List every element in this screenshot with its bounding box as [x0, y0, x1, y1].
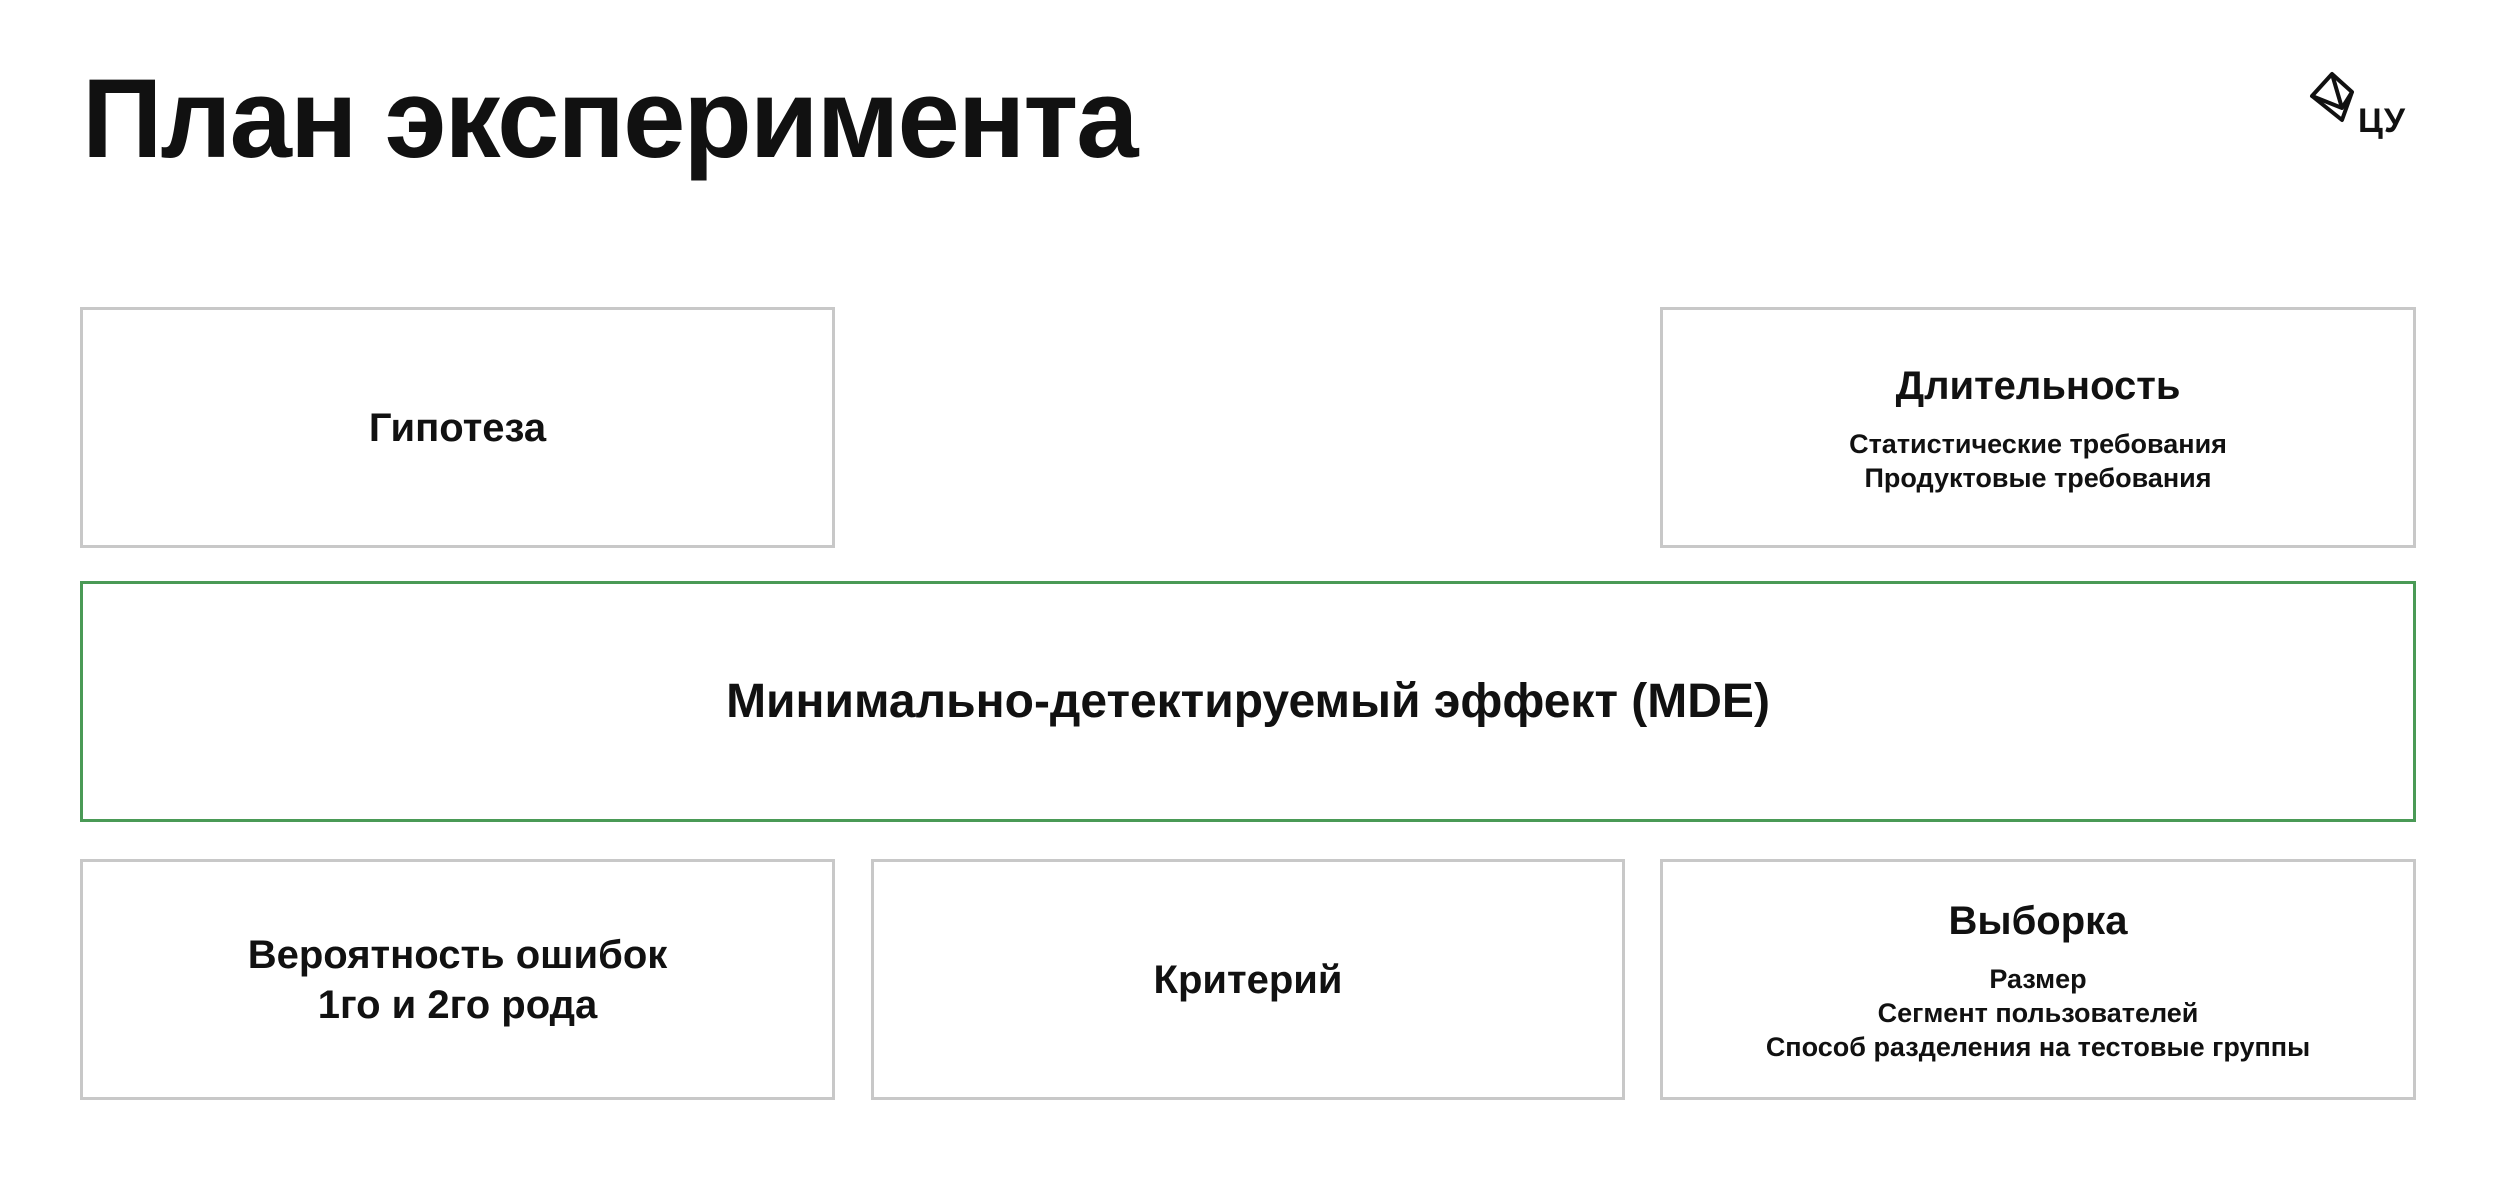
mde-title: Минимально-детектируемый эффект (MDE) [726, 674, 1770, 728]
error-probability-title-line: 1го и 2го рода [317, 982, 598, 1027]
sample-item: Способ разделения на тестовые группы [1765, 1031, 2311, 1062]
duration-items: Статистические требования Продуктовые тр… [1849, 427, 2227, 495]
hypothesis-box: Гипотеза [80, 307, 835, 548]
sample-title: Выборка [1948, 898, 2128, 943]
duration-item: Статистические требования [1849, 428, 2227, 459]
criterion-box: Критерий [871, 859, 1625, 1100]
cu-logo: ЦУ [2306, 64, 2416, 144]
mde-box: Минимально-детектируемый эффект (MDE) [80, 581, 2416, 822]
duration-box: Длительность Статистические требования П… [1660, 307, 2416, 548]
hypothesis-title: Гипотеза [368, 405, 547, 450]
criterion-title: Критерий [1153, 957, 1343, 1002]
duration-title: Длительность [1895, 363, 2181, 408]
logo-text: ЦУ [2358, 102, 2406, 140]
sample-item: Размер [1989, 963, 2087, 994]
slide-title: План эксперимента [82, 56, 1139, 181]
error-probability-box: Вероятность ошибок 1го и 2го рода [80, 859, 835, 1100]
duration-item: Продуктовые требования [1864, 462, 2212, 493]
sample-items: Размер Сегмент пользователей Способ разд… [1766, 962, 2310, 1064]
error-probability-title: Вероятность ошибок 1го и 2го рода [248, 930, 668, 1030]
cu-logo-icon [2310, 72, 2354, 122]
sample-item: Сегмент пользователей [1877, 997, 2199, 1028]
error-probability-title-line: Вероятность ошибок [247, 932, 668, 977]
sample-box: Выборка Размер Сегмент пользователей Спо… [1660, 859, 2416, 1100]
